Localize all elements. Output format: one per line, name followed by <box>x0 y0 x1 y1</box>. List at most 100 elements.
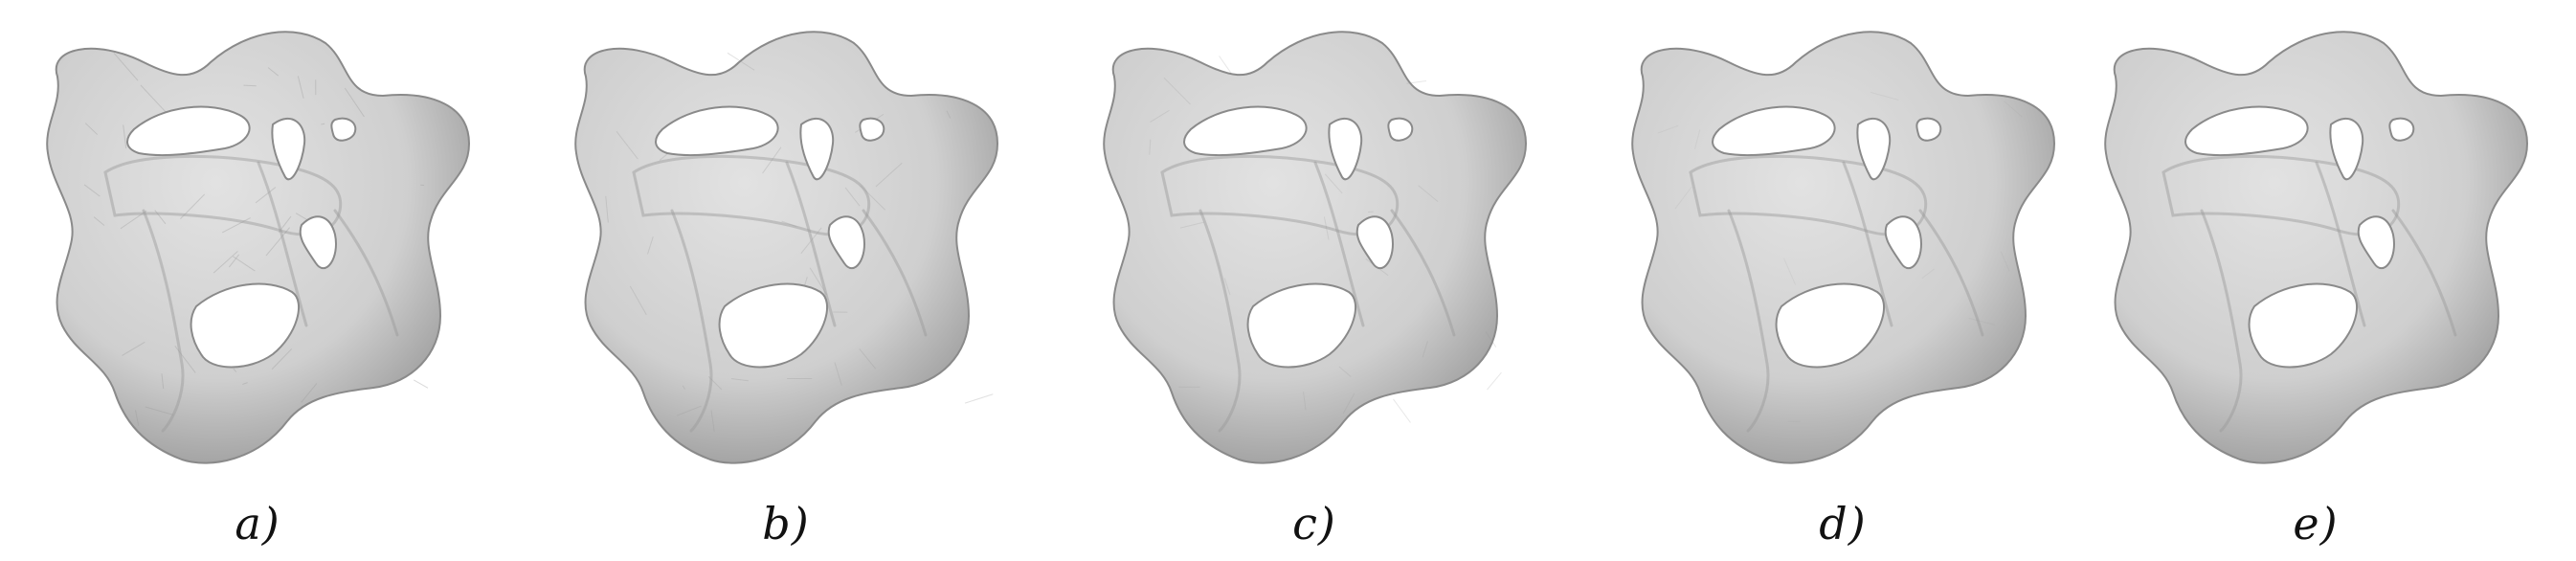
mesh-facet-edge <box>321 123 325 125</box>
mesh-facet-edge <box>875 162 903 188</box>
mesh-facet-edge <box>413 379 429 389</box>
mesh-facet-edge <box>228 254 240 268</box>
mesh-facet-edge <box>134 410 140 426</box>
mesh-facet-edge <box>1870 92 1899 101</box>
surface-ridge <box>785 161 837 327</box>
mesh-facet-edge <box>1694 129 1701 149</box>
mesh-facet-edge <box>344 87 365 118</box>
mesh-facet-edge <box>213 251 238 274</box>
mesh-facet-edge <box>844 187 861 207</box>
panel-label-e: e) <box>2293 498 2339 550</box>
surface-ridge <box>257 161 308 327</box>
mesh-facet-edge <box>2000 251 2010 272</box>
mesh-facet-edge <box>1921 268 1935 280</box>
mesh-surface-a <box>46 31 471 464</box>
mesh-facet-edge <box>762 146 782 174</box>
mesh-facet-edge <box>1223 278 1231 296</box>
surface-hole <box>299 215 337 270</box>
mesh-facet-edge <box>616 130 638 160</box>
mesh-facet-edge <box>860 185 886 211</box>
surface-hole <box>1328 118 1363 181</box>
surface-hole <box>827 215 865 270</box>
panel-label-d: d) <box>1819 498 1867 550</box>
mesh-facet-edge <box>122 341 146 356</box>
surface-hole <box>799 118 835 181</box>
mesh-facet-edge <box>730 378 749 382</box>
surface-hole <box>1387 117 1414 142</box>
mesh-facet-edge <box>710 410 715 433</box>
mesh-facet-edge <box>83 184 101 197</box>
surface-hole <box>1915 117 1942 142</box>
mesh-facet-edge <box>809 267 828 296</box>
mesh-facet-edge <box>180 193 206 219</box>
mesh-facet-edge <box>964 393 994 404</box>
surface-ridge <box>2315 161 2366 327</box>
surface-ridge <box>1918 209 1984 337</box>
mesh-facet-edge <box>1485 331 1497 348</box>
surface-hole <box>1355 215 1394 270</box>
surface-hole <box>1856 118 1892 181</box>
mesh-facet-edge <box>1163 77 1191 105</box>
surface-ridge <box>1313 161 1365 327</box>
panel-label-a: a) <box>235 498 280 550</box>
mesh-facet-edge <box>140 84 167 113</box>
surface-ridge <box>2162 154 2401 236</box>
mesh-facet-edge <box>781 220 797 228</box>
surface-hole <box>271 118 306 181</box>
surface-ridge <box>103 154 343 236</box>
mesh-facet-edge <box>113 53 139 81</box>
mesh-facet-edge <box>859 348 876 370</box>
surface-body <box>2104 31 2529 464</box>
surface-hole <box>190 282 301 369</box>
mesh-facet-edge <box>278 215 292 234</box>
surface-body <box>46 31 471 464</box>
mesh-facet-edge <box>267 67 280 77</box>
surface-ridge <box>1198 209 1242 433</box>
surface-hole <box>655 105 779 157</box>
surface-ridge <box>2200 209 2243 433</box>
surface-ridge <box>1160 154 1400 236</box>
surface-ridge <box>670 209 713 433</box>
mesh-facet-edge <box>605 195 609 223</box>
mesh-facet-edge <box>1422 341 1428 358</box>
surface-hole <box>1775 282 1886 369</box>
mesh-facet-edge <box>1323 216 1330 240</box>
mesh-facet-edge <box>233 256 256 272</box>
surface-hole <box>2388 117 2415 142</box>
surface-hole <box>1712 105 1836 157</box>
mesh-facet-edge <box>1783 258 1797 285</box>
surface-body <box>574 31 999 464</box>
surface-hole <box>2248 282 2359 369</box>
mesh-facet-edge <box>242 382 248 385</box>
mesh-facet-edge <box>946 110 952 119</box>
surface-ridge <box>632 154 871 236</box>
mesh-surface-c <box>1103 31 1528 464</box>
mesh-facet-edge <box>265 227 290 257</box>
mesh-facet-edge <box>255 187 277 204</box>
mesh-facet-edge <box>120 210 147 230</box>
panel-b: b) <box>528 0 1043 561</box>
surface-hole <box>2357 215 2395 270</box>
mesh-facet-edge <box>1303 392 1307 411</box>
surface-ridge <box>2391 209 2457 337</box>
mesh-facet-edge <box>145 406 174 415</box>
surface-hole <box>718 282 829 369</box>
mesh-surface-d <box>1631 31 2056 464</box>
surface-hole <box>2329 118 2364 181</box>
surface-ridge <box>1727 209 1770 433</box>
surface-hole <box>1884 215 1922 270</box>
mesh-facet-edge <box>800 227 822 255</box>
mesh-facet-edge <box>221 217 251 234</box>
mesh-facet-edge <box>1324 173 1343 194</box>
mesh-facet-edge <box>301 383 318 403</box>
mesh-facet-edge <box>93 216 105 226</box>
surface-ridge <box>1689 154 1928 236</box>
mesh-facet-edge <box>243 84 257 87</box>
panel-a: a) <box>0 0 515 561</box>
mesh-facet-edge <box>84 123 99 135</box>
mesh-facet-edge <box>1150 109 1170 123</box>
mesh-facet-edge <box>2004 101 2023 118</box>
mesh-facet-edge <box>629 285 647 315</box>
mesh-facet-edge <box>834 362 842 386</box>
